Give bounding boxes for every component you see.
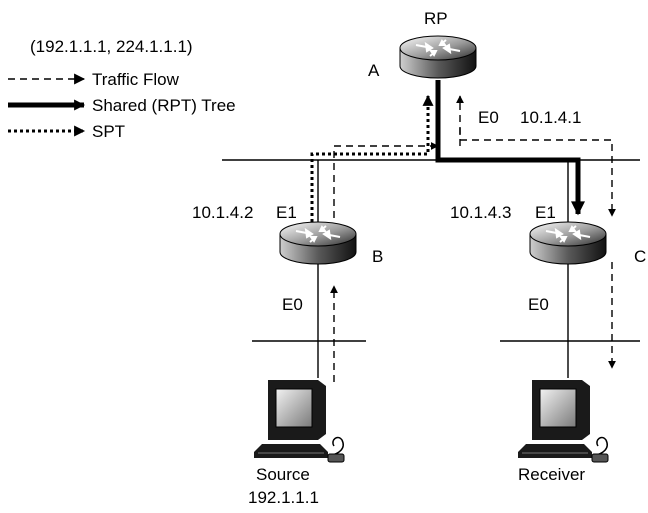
router-a-icon [399,35,477,79]
router-b [279,221,357,265]
shared-tree-path [435,80,585,216]
source-computer-icon [253,379,345,463]
spt-path [310,94,434,222]
router-b-e1-label: E1 [276,203,297,222]
receiver-computer-icon [517,379,609,463]
flow-label: (192.1.1.1, 224.1.1.1) [30,37,193,56]
source-host [253,379,345,463]
router-c-name: C [634,247,646,266]
router-c [529,221,607,265]
router-a [399,35,477,79]
source-ip: 192.1.1.1 [248,488,319,507]
router-b-e1-ip: 10.1.4.2 [192,203,253,222]
router-b-e0-label: E0 [282,295,303,314]
receiver-host [517,379,609,463]
router-c-icon [529,221,607,265]
router-a-e0-label: E0 [478,108,499,127]
legend-traffic-flow: Traffic Flow [8,70,180,89]
router-c-e1-ip: 10.1.4.3 [450,203,511,222]
router-a-name: A [368,61,380,80]
legend-traffic-flow-label: Traffic Flow [92,70,180,89]
legend-shared-tree: Shared (RPT) Tree [8,96,236,115]
source-label: Source [256,465,310,484]
receiver-label: Receiver [518,465,585,484]
router-b-name: B [372,247,383,266]
router-b-icon [279,221,357,265]
legend-shared-tree-label: Shared (RPT) Tree [92,96,236,115]
legend-spt-label: SPT [92,122,125,141]
legend-spt: SPT [8,122,125,141]
router-a-e0-ip: 10.1.4.1 [520,108,581,127]
router-c-e1-label: E1 [535,203,556,222]
router-c-e0-label: E0 [528,295,549,314]
router-a-title: RP [424,9,448,28]
traffic-flow-b-to-segment [333,142,439,218]
traffic-flow-a-to-c [459,128,616,217]
